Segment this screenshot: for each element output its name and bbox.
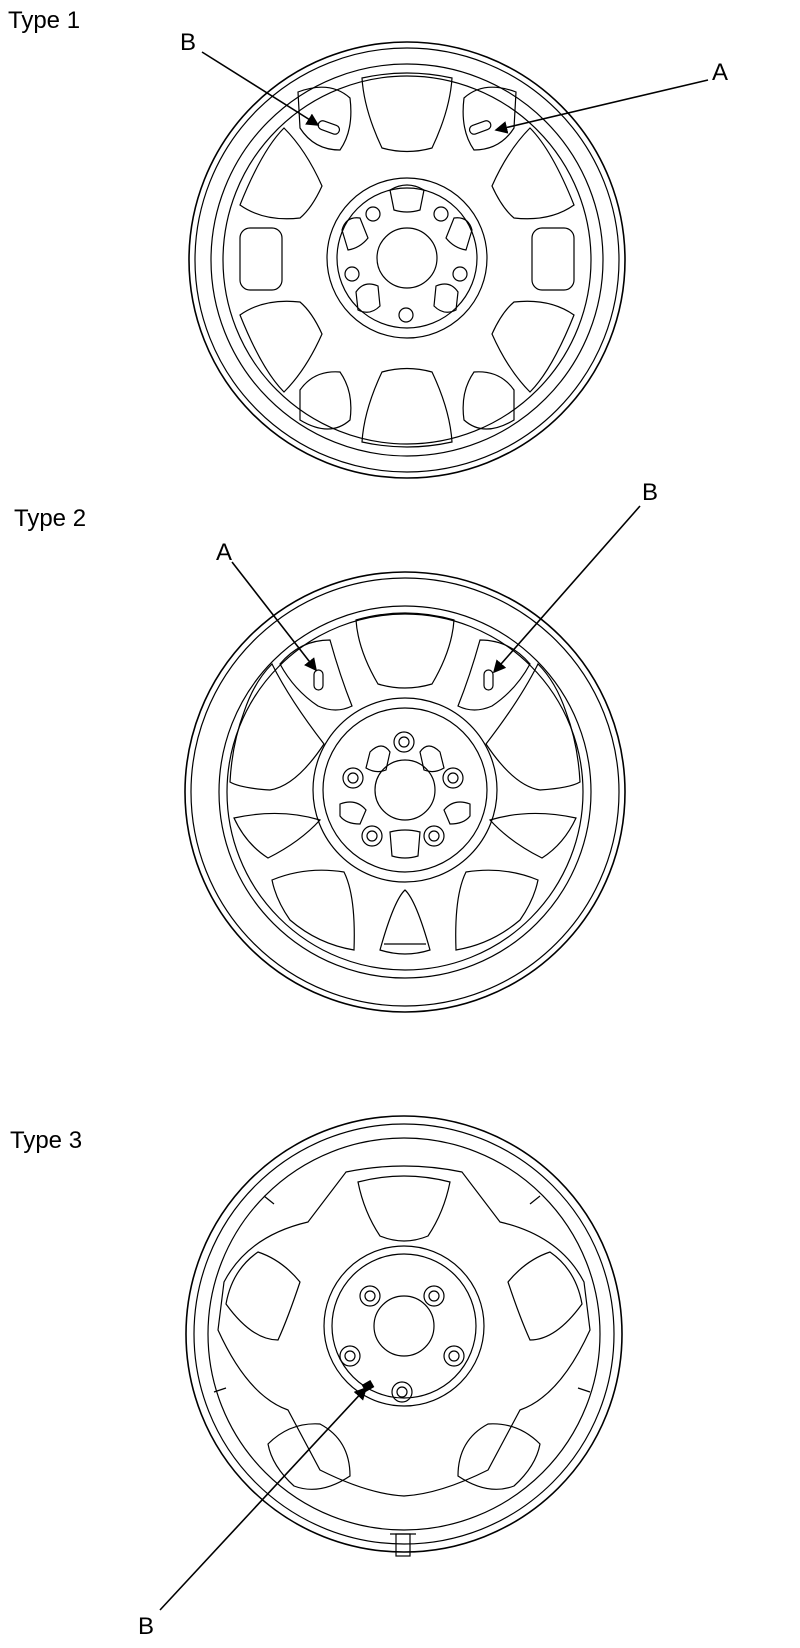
type-3-wheel xyxy=(185,1115,623,1557)
type-1-callout-b: B xyxy=(180,29,196,56)
type-1-title: Type 1 xyxy=(8,7,80,34)
type-2-callout-a: A xyxy=(216,539,232,566)
type-3-callout-b: B xyxy=(138,1613,154,1640)
type-2-callout-b: B xyxy=(642,479,658,506)
type-1-callout-a: A xyxy=(712,59,728,86)
type-3-title: Type 3 xyxy=(10,1127,82,1154)
type-2-wheel xyxy=(184,571,626,1013)
type-2-title: Type 2 xyxy=(14,505,86,532)
type-1-wheel xyxy=(188,41,626,479)
